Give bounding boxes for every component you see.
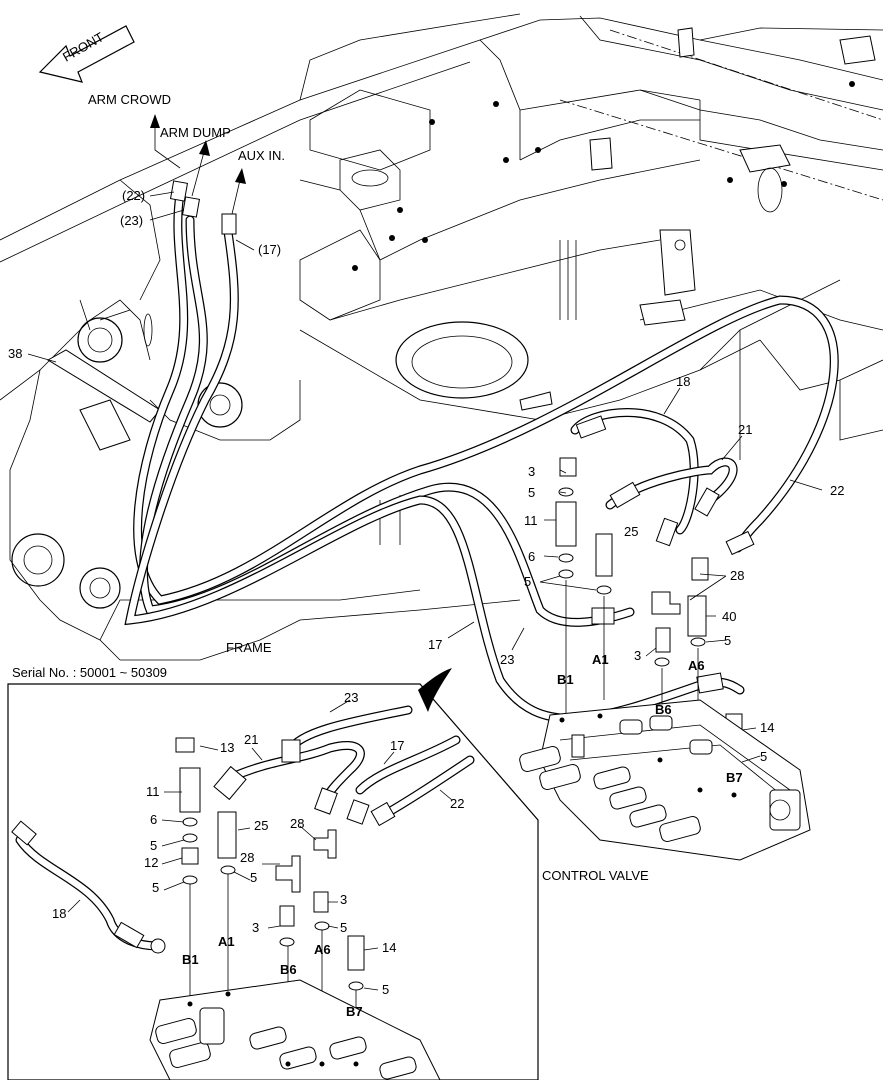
callout-6: 6 — [528, 549, 535, 564]
callout-23: 23 — [500, 652, 514, 667]
aux-in-label: AUX IN. — [238, 148, 285, 163]
inset-callout-28-b: 28 — [290, 816, 304, 831]
callout-14: 14 — [760, 720, 774, 735]
inset-callout-14: 14 — [382, 940, 396, 955]
frame-label: FRAME — [226, 640, 272, 655]
inset-callout-6: 6 — [150, 812, 157, 827]
callout-5-b: 5 — [524, 574, 531, 589]
inset-callout-28-a: 28 — [240, 850, 254, 865]
callout-21: 21 — [738, 422, 752, 437]
arm-dump-label: ARM DUMP — [160, 125, 231, 140]
callout-28: 28 — [730, 568, 744, 583]
inset-callout-5-b: 5 — [152, 880, 159, 895]
callout-5-d: 5 — [760, 749, 767, 764]
port-a6: A6 — [688, 658, 705, 673]
inset-callout-5-e: 5 — [382, 982, 389, 997]
callout-22: 22 — [830, 483, 844, 498]
inset-callout-22: 22 — [450, 796, 464, 811]
main-callouts: (22) (23) (17) 38 18 21 22 3 5 11 25 6 5… — [8, 188, 844, 764]
inset-callout-17: 17 — [390, 738, 404, 753]
inset-port-b6: B6 — [280, 962, 297, 977]
callout-17-paren: (17) — [258, 242, 281, 257]
inset-callout-3-b: 3 — [340, 892, 347, 907]
port-b1: B1 — [557, 672, 574, 687]
callout-22-paren: (22) — [122, 188, 145, 203]
callout-17: 17 — [428, 637, 442, 652]
inset-callout-3-a: 3 — [252, 920, 259, 935]
inset-callout-13: 13 — [220, 740, 234, 755]
control-valve-main — [519, 699, 811, 861]
inset-callout-12: 12 — [144, 855, 158, 870]
callout-18: 18 — [676, 374, 690, 389]
callout-40: 40 — [722, 609, 736, 624]
inset-callout-5-d: 5 — [340, 920, 347, 935]
inset-port-a6: A6 — [314, 942, 331, 957]
inset-callout-25: 25 — [254, 818, 268, 833]
inset-port-b1: B1 — [182, 952, 199, 967]
callout-5-a: 5 — [528, 485, 535, 500]
port-b6: B6 — [655, 702, 672, 717]
serial-label: Serial No. : 50001 ~ 50309 — [12, 665, 167, 680]
inset-callout-5-a: 5 — [150, 838, 157, 853]
callout-5-c: 5 — [724, 633, 731, 648]
callout-3-a: 3 — [528, 464, 535, 479]
hose-bundle — [124, 180, 839, 723]
callout-11: 11 — [524, 513, 538, 528]
flow-arrow-icon — [150, 114, 246, 215]
port-b7: B7 — [726, 770, 743, 785]
main-port-labels: B1 A1 A6 B6 B7 — [557, 652, 743, 785]
main-labels: ARM CROWD ARM DUMP AUX IN. FRAME CONTROL… — [12, 92, 649, 883]
inset-port-a1: A1 — [218, 934, 235, 949]
machine-frame-structure — [0, 13, 883, 661]
inset-callout-18: 18 — [52, 906, 66, 921]
control-valve-label: CONTROL VALVE — [542, 868, 649, 883]
inset-panel: 23 21 17 22 13 11 6 5 12 5 18 25 28 5 3 … — [7, 668, 539, 1080]
callout-3-b: 3 — [634, 648, 641, 663]
inset-port-b7: B7 — [346, 1004, 363, 1019]
inset-callout-23: 23 — [344, 690, 358, 705]
callout-38: 38 — [8, 346, 22, 361]
front-arrow-icon: FRONT — [38, 25, 135, 83]
callout-23-paren: (23) — [120, 213, 143, 228]
inset-callout-11: 11 — [146, 784, 160, 799]
callout-25: 25 — [624, 524, 638, 539]
port-a1: A1 — [592, 652, 609, 667]
inset-callout-21: 21 — [244, 732, 258, 747]
inset-callout-5-c: 5 — [250, 870, 257, 885]
arm-crowd-label: ARM CROWD — [88, 92, 171, 107]
